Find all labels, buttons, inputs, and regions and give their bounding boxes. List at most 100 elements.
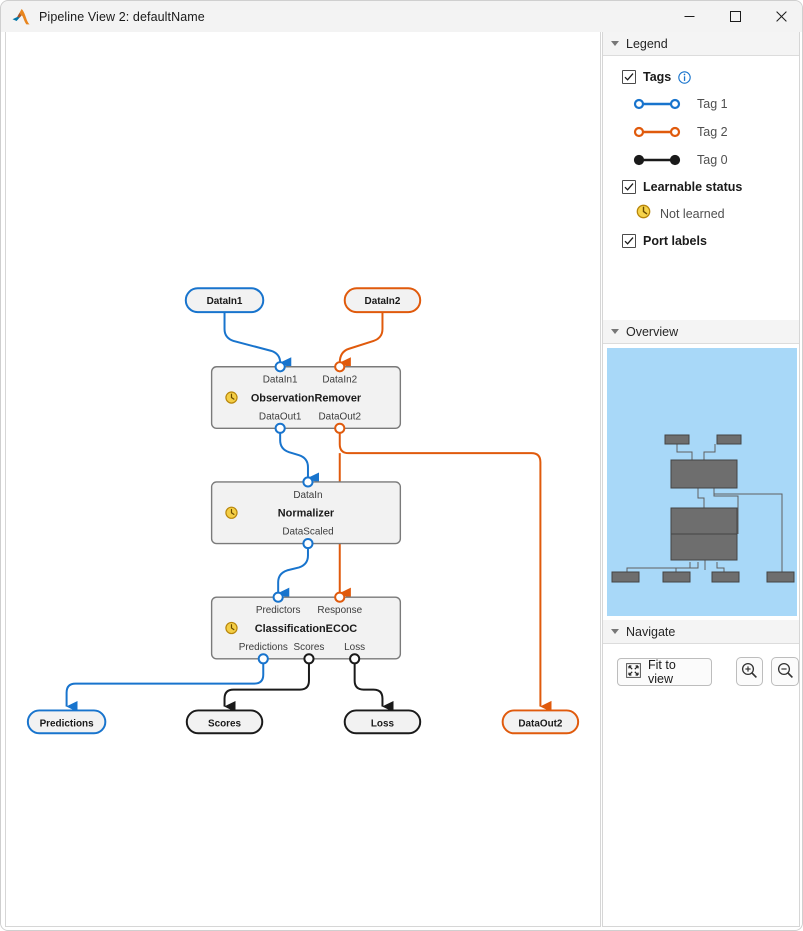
overview-section-title: Overview [626, 324, 679, 339]
node-predictions-label: Predictions [40, 718, 95, 729]
legend-section-title: Legend [626, 36, 668, 51]
navigate-section-body: Fit to view [603, 644, 799, 700]
zoom-out-button[interactable] [771, 657, 799, 686]
fit-to-view-icon [626, 662, 641, 681]
port-in-response[interactable] [334, 591, 346, 603]
legend-status-item: Not learned [603, 200, 799, 228]
node-loss[interactable]: Loss [343, 709, 422, 735]
pipeline-diagram: DataIn1 DataIn2 ObservationRemover DataI… [26, 287, 580, 735]
block-observationremover[interactable]: ObservationRemover DataIn1 DataIn2 DataO… [210, 361, 402, 434]
port-out-scores[interactable] [303, 653, 315, 665]
port-label-response: Response [317, 605, 362, 616]
side-panel: Legend Tags [602, 32, 800, 927]
legend-section-body: Tags [603, 56, 799, 320]
tag2-swatch-icon [633, 125, 681, 139]
matlab-logo-icon [11, 8, 31, 26]
clock-icon [636, 204, 651, 224]
node-scores[interactable]: Scores [185, 709, 264, 735]
tag2-label: Tag 2 [697, 125, 728, 139]
wire-datain2-to-observationremover [338, 312, 384, 369]
port-out-predictions[interactable] [257, 653, 269, 665]
port-out-dataout1[interactable] [274, 422, 286, 434]
port-label-scores: Scores [294, 642, 325, 653]
block-classificationecoc-title: ClassificationECOC [255, 623, 358, 635]
node-datain2[interactable]: DataIn2 [343, 287, 422, 314]
node-dataout2[interactable]: DataOut2 [501, 709, 580, 735]
wire-loss-to-terminal [353, 658, 394, 713]
legend-tag-item: Tag 0 [603, 146, 799, 174]
clock-icon [225, 621, 238, 635]
wire-scores-to-terminal [223, 658, 310, 713]
port-labels-checkbox[interactable] [622, 234, 636, 248]
wire-datascaled-to-predictors [277, 543, 309, 599]
tag0-label: Tag 0 [697, 153, 728, 167]
node-datain1-label: DataIn1 [207, 296, 243, 307]
navigate-section-header[interactable]: Navigate [603, 620, 799, 644]
block-classificationecoc[interactable]: ClassificationECOC Predictors Response P… [210, 591, 402, 665]
node-scores-label: Scores [208, 718, 242, 729]
node-dataout2-label: DataOut2 [518, 718, 563, 729]
port-label-datascaled: DataScaled [282, 527, 333, 538]
legend-tag-item: Tag 2 [603, 118, 799, 146]
legend-tags-row[interactable]: Tags [603, 64, 799, 90]
legend-section-header[interactable]: Legend [603, 32, 799, 56]
fit-to-view-button[interactable]: Fit to view [617, 657, 712, 686]
tag0-swatch-icon [633, 153, 681, 167]
port-in-datain[interactable] [302, 476, 314, 488]
port-label-dataout1: DataOut1 [259, 411, 302, 422]
close-button[interactable] [758, 1, 802, 32]
node-datain2-label: DataIn2 [365, 296, 401, 307]
overview-section-header[interactable]: Overview [603, 320, 799, 344]
block-observationremover-title: ObservationRemover [251, 393, 362, 405]
pipeline-canvas[interactable]: DataIn1 DataIn2 ObservationRemover DataI… [5, 32, 601, 927]
node-datain1[interactable]: DataIn1 [184, 287, 265, 314]
port-label-datain1: DataIn1 [263, 375, 298, 386]
port-label-datain2: DataIn2 [322, 375, 357, 386]
zoom-in-icon [741, 662, 758, 682]
window-body: DataIn1 DataIn2 ObservationRemover DataI… [1, 32, 802, 930]
title-bar: Pipeline View 2: defaultName [1, 1, 802, 32]
port-in-datain1[interactable] [274, 361, 286, 373]
zoom-in-button[interactable] [735, 657, 764, 686]
port-out-loss[interactable] [349, 653, 361, 665]
legend-learnable-status-row[interactable]: Learnable status [603, 174, 799, 200]
block-normalizer-title: Normalizer [278, 508, 335, 520]
overview-minimap[interactable] [607, 348, 797, 616]
clock-icon [225, 506, 238, 519]
port-out-dataout2[interactable] [334, 422, 346, 434]
chevron-down-icon[interactable] [611, 329, 619, 334]
tags-checkbox[interactable] [622, 70, 636, 84]
wire-dataout2-to-terminal [338, 428, 552, 713]
legend-tag-item: Tag 1 [603, 90, 799, 118]
wire-dataout1-to-normalizer [279, 428, 320, 484]
learnable-status-label: Learnable status [643, 180, 743, 194]
wire-predictions-to-terminal [65, 658, 265, 713]
zoom-out-icon [777, 662, 794, 682]
port-in-predictors[interactable] [272, 591, 284, 603]
not-learned-label: Not learned [660, 207, 725, 221]
learnable-status-checkbox[interactable] [622, 180, 636, 194]
block-normalizer[interactable]: Normalizer DataIn DataScaled [210, 476, 402, 550]
clock-icon [225, 391, 238, 404]
window-controls [666, 1, 802, 32]
port-label-datain: DataIn [293, 490, 322, 501]
fit-to-view-label: Fit to view [648, 657, 676, 686]
chevron-down-icon[interactable] [611, 41, 619, 46]
wire-datain1-to-observationremover [223, 312, 292, 369]
maximize-button[interactable] [712, 1, 758, 32]
port-in-datain2[interactable] [334, 361, 346, 373]
port-label-predictions: Predictions [239, 642, 288, 653]
chevron-down-icon[interactable] [611, 629, 619, 634]
navigate-section-title: Navigate [626, 624, 676, 639]
port-labels-label: Port labels [643, 234, 707, 248]
info-circle-icon[interactable] [678, 70, 691, 84]
legend-port-labels-row[interactable]: Port labels [603, 228, 799, 254]
port-out-datascaled[interactable] [302, 537, 314, 550]
port-label-dataout2: DataOut2 [319, 411, 362, 422]
port-label-predictors: Predictors [256, 605, 301, 616]
port-label-loss: Loss [344, 642, 365, 653]
minimize-button[interactable] [666, 1, 712, 32]
window-title: Pipeline View 2: defaultName [39, 9, 205, 24]
node-predictions[interactable]: Predictions [26, 709, 107, 735]
